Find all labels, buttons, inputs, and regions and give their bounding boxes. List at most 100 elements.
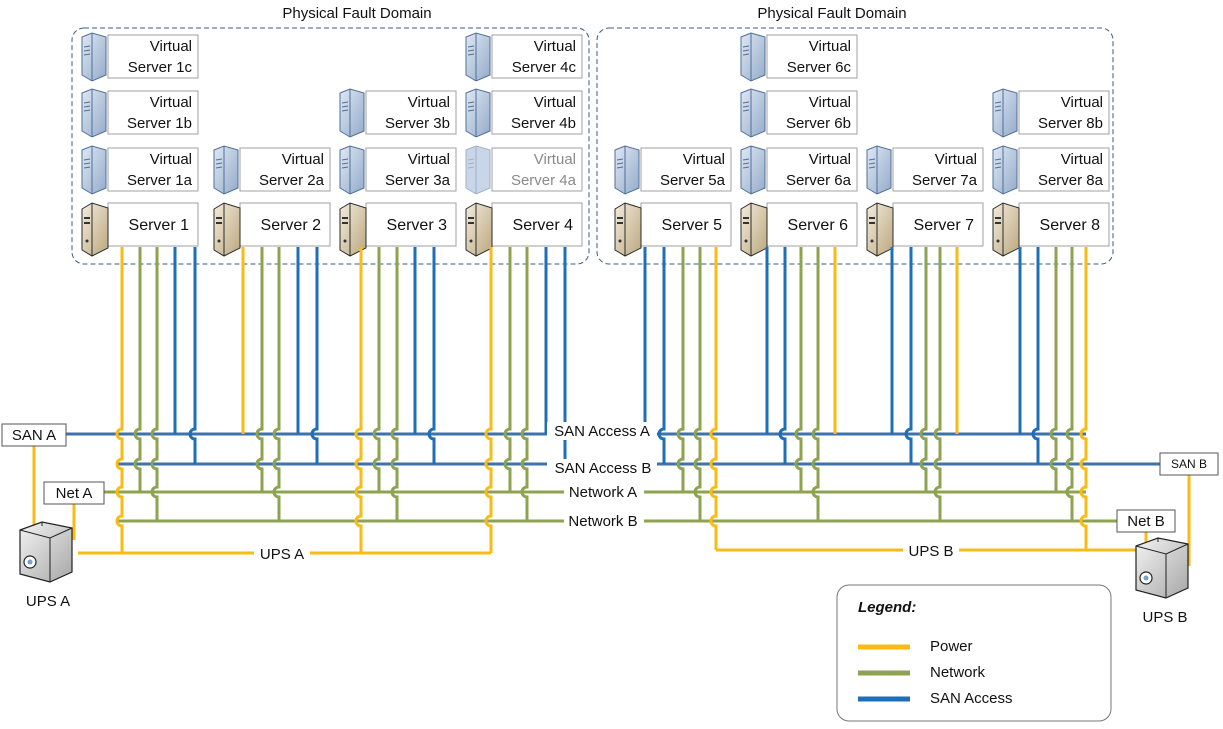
san-a-box <box>1 423 67 447</box>
physical-server[interactable]: Server 5 <box>614 202 732 257</box>
virtual-server-label-line2: Server 3a <box>385 172 451 189</box>
devices: SAN A Net A SAN B Net B UPS A UPS B <box>1 423 1219 626</box>
bus-label-net-b: Network B <box>568 513 637 530</box>
network-b-drop-server-2 <box>272 247 281 521</box>
san-b-drop-server-6 <box>778 247 787 464</box>
san-b-drop-server-8 <box>1031 247 1040 464</box>
network-a-drop-server-8 <box>1049 247 1058 492</box>
virtual-server-label-line2: Server 1a <box>127 172 193 189</box>
san-a-label: SAN A <box>12 427 56 444</box>
network-a-drop-server-1 <box>133 247 142 492</box>
legend-label-san-access: SAN Access <box>930 690 1013 707</box>
legend-box <box>836 584 1112 722</box>
server-label: Server 4 <box>513 217 574 234</box>
network-b-drop-server-1 <box>150 247 159 521</box>
virtual-server-label-line1: Virtual <box>809 38 851 55</box>
virtual-server-label-line2: Server 6c <box>787 59 852 76</box>
san-b-drop-server-7 <box>904 247 913 464</box>
virtual-server-label-line1: Virtual <box>408 94 450 111</box>
bus-label-ups-a: UPS A <box>260 546 304 563</box>
network-a-drop-server-5 <box>676 247 685 492</box>
virtual-server-label-line1: Virtual <box>150 94 192 111</box>
physical-server[interactable]: Server 2 <box>213 202 331 257</box>
server-label: Server 1 <box>129 217 190 234</box>
virtual-server-label-line2: Server 6b <box>786 115 851 132</box>
network-a-drop-server-4 <box>503 247 512 492</box>
server-label: Server 3 <box>387 217 448 234</box>
network-b-drop-server-8 <box>1065 247 1074 521</box>
fault-domain-1 <box>71 27 590 265</box>
virtual-server-label-line1: Virtual <box>809 94 851 111</box>
physical-server[interactable]: Server 1 <box>81 202 199 257</box>
network-b-drop-server-5 <box>693 247 702 521</box>
virtual-server-label-line2: Server 5a <box>660 172 726 189</box>
bus-label-net-a: Network A <box>569 484 637 501</box>
net-b-box <box>1116 509 1176 533</box>
san-b-box <box>1159 452 1219 476</box>
virtual-server-label-line2: Server 4b <box>511 115 576 132</box>
virtual-server-label-line2: Server 4c <box>512 59 577 76</box>
ups-icon <box>1135 537 1189 599</box>
net-a-label: Net A <box>56 485 93 502</box>
san-b-drop-server-5 <box>657 247 666 464</box>
physical-server[interactable]: Server 6 <box>740 202 858 257</box>
legend-title: Legend: <box>858 599 916 616</box>
virtual-server-label-line1: Virtual <box>1061 151 1103 168</box>
fault-domain-1-title: Physical Fault Domain <box>282 5 431 22</box>
network-b-drop-server-6 <box>811 247 820 521</box>
virtual-server-label-line1: Virtual <box>150 38 192 55</box>
physical-server[interactable]: Server 4 <box>465 202 583 257</box>
bus-label-san-b: SAN Access B <box>555 460 652 477</box>
virtual-server-label-line2: Server 6a <box>786 172 852 189</box>
network-b-drop-server-7 <box>933 247 942 521</box>
network-a-drop-server-2 <box>255 247 264 492</box>
physical-server[interactable]: Server 3 <box>339 202 457 257</box>
virtual-server-label-line1: Virtual <box>935 151 977 168</box>
network-b-drop-server-3 <box>390 247 399 521</box>
server-label: Server 8 <box>1040 217 1101 234</box>
virtual-server-label-line2: Server 7a <box>912 172 978 189</box>
network-a-drop-server-6 <box>794 247 803 492</box>
ups-icon <box>19 521 73 583</box>
virtual-server-label-line1: Virtual <box>809 151 851 168</box>
network-a-drop-server-7 <box>919 247 928 492</box>
virtual-server-label-line2: Server 1c <box>128 59 193 76</box>
legend-label-power: Power <box>930 638 973 655</box>
network-b-drop-server-4 <box>520 247 529 521</box>
virtual-server-label-line2: Server 4a <box>511 172 577 189</box>
ups-b-device-label: UPS B <box>1142 609 1187 626</box>
virtual-server-label-line1: Virtual <box>282 151 324 168</box>
physical-server[interactable]: Server 7 <box>866 202 984 257</box>
san-b-drop-server-3 <box>427 247 436 464</box>
power-drop-server-3 <box>354 247 363 553</box>
net-b-label: Net B <box>1127 513 1165 530</box>
power-drop-server-4 <box>484 247 493 553</box>
bus-label-ups-b: UPS B <box>908 543 953 560</box>
fault-domain-2 <box>596 27 1114 265</box>
ups-a-device-label: UPS A <box>26 593 70 610</box>
power-drop-server-5 <box>709 247 718 550</box>
server-label: Server 7 <box>914 217 975 234</box>
virtual-server-label-line1: Virtual <box>534 94 576 111</box>
physical-server[interactable]: Server 8 <box>992 202 1110 257</box>
virtual-server-label-line2: Server 1b <box>127 115 192 132</box>
